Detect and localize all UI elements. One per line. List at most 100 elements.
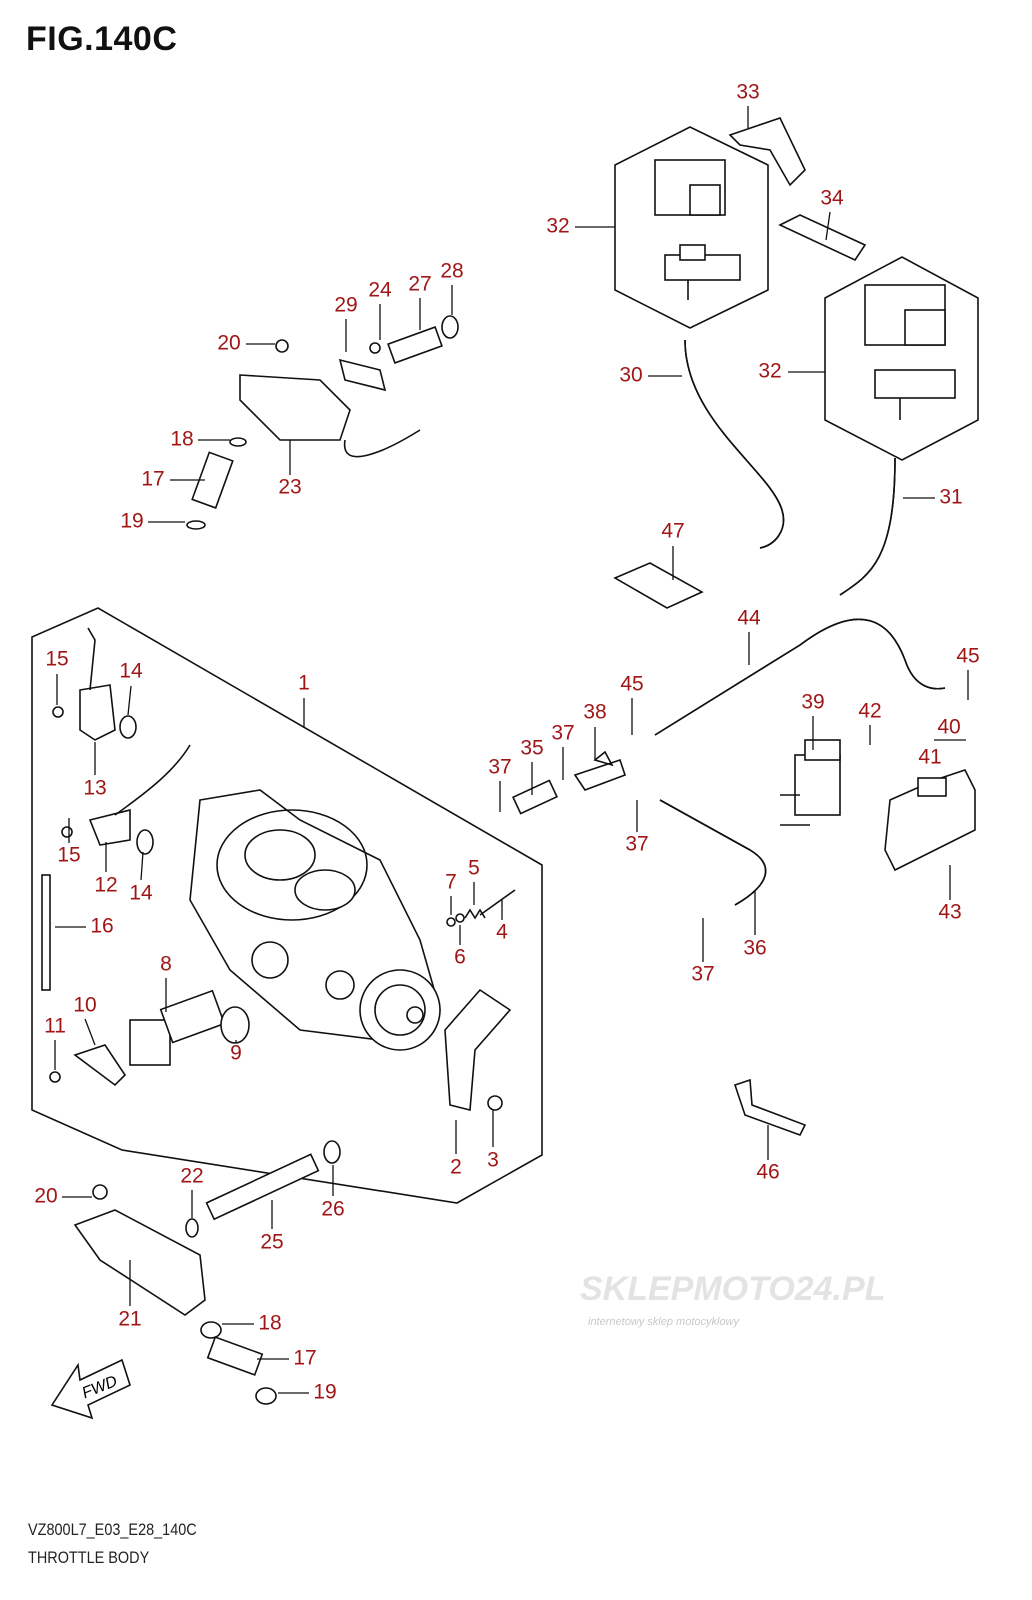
o-ring-22 bbox=[185, 1218, 199, 1238]
bracket-33 bbox=[728, 117, 806, 187]
callout-31: 31 bbox=[939, 486, 962, 509]
fitting-27 bbox=[387, 326, 443, 364]
callout-26: 26 bbox=[321, 1198, 344, 1221]
screw-15a bbox=[52, 706, 64, 718]
throttle-body bbox=[189, 789, 441, 1051]
callout-18: 18 bbox=[258, 1312, 281, 1335]
callout-10: 10 bbox=[73, 994, 96, 1017]
callout-38: 38 bbox=[583, 701, 606, 724]
callout-19: 19 bbox=[313, 1381, 336, 1404]
callout-37: 37 bbox=[691, 963, 714, 986]
o-ring-9 bbox=[220, 1006, 250, 1044]
cable-tie-16 bbox=[41, 874, 51, 991]
hose-36 bbox=[659, 799, 767, 906]
bracket-10 bbox=[73, 1044, 127, 1087]
callout-14: 14 bbox=[119, 660, 143, 683]
callout-2: 2 bbox=[450, 1156, 462, 1179]
callout-7: 7 bbox=[445, 871, 457, 894]
leader-line-34 bbox=[825, 211, 831, 241]
leader-line-14 bbox=[127, 685, 132, 716]
injector-17a bbox=[191, 451, 234, 509]
screw-15b bbox=[61, 826, 73, 838]
delivery-pipe-23 bbox=[239, 374, 421, 458]
fwd-arrow: FWD bbox=[50, 1358, 131, 1420]
bracket-46 bbox=[733, 1078, 807, 1136]
throttle-body-assembly-outline bbox=[31, 607, 543, 1204]
callout-22: 22 bbox=[180, 1165, 203, 1188]
washer-6 bbox=[455, 913, 465, 923]
callout-15: 15 bbox=[57, 844, 80, 867]
callout-19: 19 bbox=[120, 510, 143, 533]
callout-32: 32 bbox=[546, 215, 569, 238]
o-ring-18b bbox=[200, 1321, 222, 1339]
callout-40: 40 bbox=[937, 716, 960, 739]
leader-line-10 bbox=[84, 1018, 96, 1046]
o-ring-19b bbox=[255, 1387, 277, 1405]
screw-3 bbox=[487, 1095, 503, 1111]
watermark-subtext: internetowy sklep motocyklowy bbox=[588, 1316, 741, 1328]
sensor-box-outline-1 bbox=[614, 126, 769, 329]
callout-1: 1 bbox=[298, 672, 310, 695]
callout-45: 45 bbox=[956, 645, 979, 668]
callout-32: 32 bbox=[758, 360, 781, 383]
callout-6: 6 bbox=[454, 946, 466, 969]
callout-42: 42 bbox=[858, 700, 881, 723]
sensor-12 bbox=[88, 744, 191, 846]
model-code: VZ800L7_E03_E28_140C bbox=[28, 1520, 197, 1539]
callout-16: 16 bbox=[90, 915, 113, 938]
leader-line-14 bbox=[140, 851, 144, 881]
callout-20: 20 bbox=[217, 332, 240, 355]
callout-4: 4 bbox=[496, 921, 508, 944]
delivery-pipe-21 bbox=[73, 1209, 206, 1316]
callout-14: 14 bbox=[129, 882, 153, 905]
bracket-40 bbox=[884, 769, 976, 872]
callout-29: 29 bbox=[334, 294, 357, 317]
spring-5 bbox=[464, 908, 486, 920]
figure-title: FIG.140C bbox=[26, 20, 178, 58]
solenoid-valve-39 bbox=[780, 739, 841, 826]
callout-8: 8 bbox=[160, 953, 172, 976]
o-ring-18a bbox=[229, 437, 247, 447]
callout-30: 30 bbox=[619, 364, 642, 387]
watermark: SKLEPMOTO24.PL internetowy sklep motocyk… bbox=[580, 1270, 885, 1328]
label-47 bbox=[613, 562, 704, 609]
washer-7 bbox=[446, 917, 456, 927]
callout-28: 28 bbox=[440, 260, 463, 283]
screw-20a bbox=[275, 339, 289, 353]
watermark-text: SKLEPMOTO24.PL bbox=[580, 1270, 885, 1308]
o-ring-14b bbox=[136, 829, 154, 855]
o-ring-28 bbox=[441, 315, 459, 339]
callout-17: 17 bbox=[141, 468, 164, 491]
hose-31-inner bbox=[839, 457, 896, 596]
callout-11: 11 bbox=[44, 1015, 66, 1038]
callout-36: 36 bbox=[743, 937, 766, 960]
callout-35: 35 bbox=[520, 737, 543, 760]
callout-23: 23 bbox=[278, 476, 301, 499]
o-ring-19a bbox=[186, 520, 206, 530]
tps-sensor-13 bbox=[79, 627, 116, 741]
callout-37: 37 bbox=[551, 722, 574, 745]
sensor-box-outline-2 bbox=[824, 256, 979, 461]
callout-47: 47 bbox=[661, 520, 684, 543]
callout-45: 45 bbox=[620, 673, 643, 696]
map-sensor-2 bbox=[864, 284, 956, 420]
o-ring-14a bbox=[119, 715, 137, 739]
callout-27: 27 bbox=[408, 273, 431, 296]
callout-33: 33 bbox=[736, 81, 759, 104]
label-41 bbox=[917, 777, 947, 797]
hose-36-inner bbox=[659, 799, 767, 906]
callout-37: 37 bbox=[488, 756, 511, 779]
screw-24 bbox=[369, 342, 381, 354]
callout-37: 37 bbox=[625, 833, 648, 856]
section-name: THROTTLE BODY bbox=[28, 1548, 150, 1567]
callout-17: 17 bbox=[293, 1347, 316, 1370]
joint-38 bbox=[573, 750, 627, 791]
pipe-25 bbox=[205, 1153, 320, 1221]
hose-35 bbox=[512, 779, 558, 815]
callout-12: 12 bbox=[94, 874, 117, 897]
o-ring-26 bbox=[323, 1140, 341, 1164]
screw-11 bbox=[49, 1071, 61, 1083]
screw-20b bbox=[92, 1184, 108, 1200]
callout-9: 9 bbox=[230, 1042, 242, 1065]
